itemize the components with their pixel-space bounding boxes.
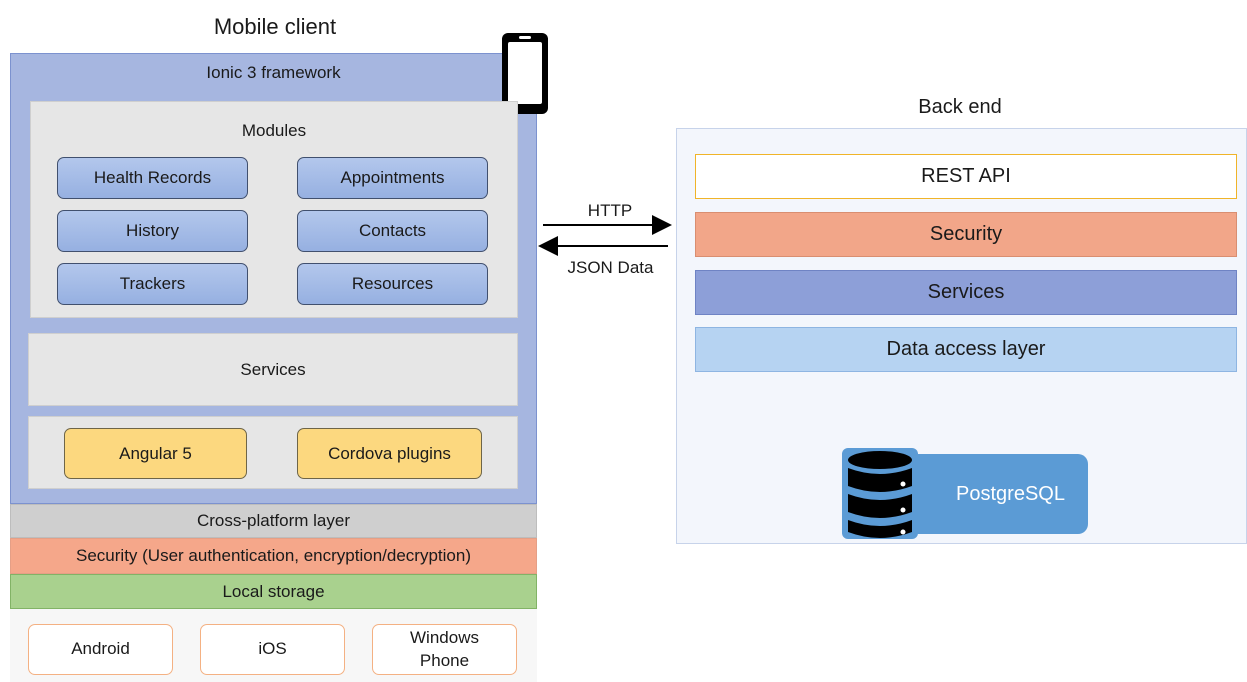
platform-android: Android (28, 624, 173, 675)
backend-title: Back end (918, 95, 1002, 118)
module-history: History (57, 210, 248, 252)
cross-platform-layer: Cross-platform layer (10, 504, 537, 538)
module-health-records: Health Records (57, 157, 248, 199)
postgresql-database: PostgreSQL (893, 454, 1088, 534)
library-angular: Angular 5 (64, 428, 247, 479)
json-data-label: JSON Data (567, 258, 654, 277)
module-appointments: Appointments (297, 157, 488, 199)
ionic-framework-label: Ionic 3 framework (206, 63, 341, 82)
mobile-services-layer: Services (28, 333, 518, 406)
module-trackers: Trackers (57, 263, 248, 305)
backend-security-layer: Security (695, 212, 1237, 257)
http-label: HTTP (587, 201, 633, 220)
library-cordova-plugins: Cordova plugins (297, 428, 482, 479)
rest-api-layer: REST API (695, 154, 1237, 199)
mobile-security-layer: Security (User authentication, encryptio… (10, 538, 537, 574)
database-icon (842, 448, 918, 539)
mobile-client-title: Mobile client (213, 14, 337, 39)
platform-ios: iOS (200, 624, 345, 675)
local-storage-layer: Local storage (10, 574, 537, 609)
module-resources: Resources (297, 263, 488, 305)
backend-services-layer: Services (695, 270, 1237, 315)
platform-windows-phone: Windows Phone (372, 624, 517, 675)
data-access-layer: Data access layer (695, 327, 1237, 372)
modules-title: Modules (241, 121, 307, 140)
module-contacts: Contacts (297, 210, 488, 252)
